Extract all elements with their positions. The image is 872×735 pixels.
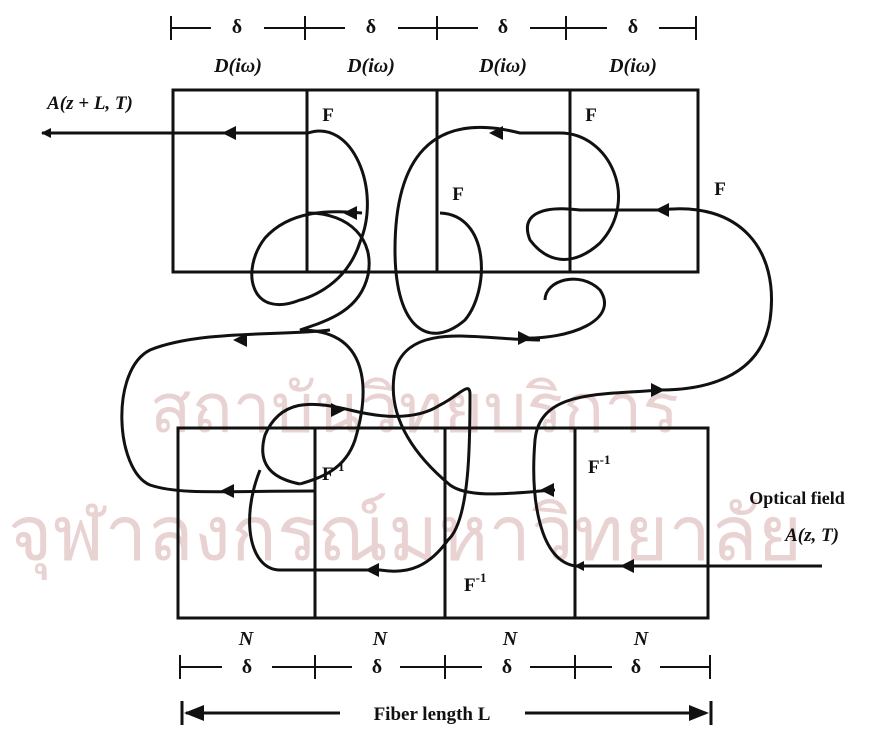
fiber-length-right-arrow <box>689 705 709 721</box>
top-delta-label-3: δ <box>498 16 508 38</box>
bottom-op-label-2: F-1 <box>588 452 610 478</box>
fiber-length-left-arrow <box>184 705 204 721</box>
watermark: สถาบันวิทยบริการ จุฬาลงกรณ์มหาวิทยาลัย <box>8 370 802 580</box>
top-block-label-2: D(iω) <box>346 55 395 77</box>
top-op-label-3: F <box>452 184 464 205</box>
path-arrows <box>220 126 669 577</box>
bottom-delta-dimension <box>179 655 711 679</box>
bottom-delta-label-2: δ <box>372 656 382 678</box>
top-block-label-4: D(iω) <box>608 55 657 77</box>
bottom-op-label-1-exp: -1 <box>334 459 345 474</box>
top-block-label-1: D(iω) <box>213 55 262 77</box>
bottom-block-label-2: N <box>372 628 389 650</box>
bottom-delta-label-4: δ <box>631 656 641 678</box>
bottom-op-label-1-base: F <box>322 464 334 485</box>
watermark-line-1: สถาบันวิทยบริการ <box>150 370 679 449</box>
bottom-op-label-1: F-1 <box>322 459 344 485</box>
bottom-nonlinear-box <box>176 426 710 620</box>
bottom-op-label-3-base: F <box>464 575 476 596</box>
top-dispersion-box <box>171 88 700 274</box>
top-delta-label-2: δ <box>366 16 376 38</box>
bottom-op-label-2-base: F <box>588 457 600 478</box>
bottom-op-label-2-exp: -1 <box>600 452 611 467</box>
top-op-label-2: F <box>585 105 597 126</box>
top-op-label-1: F <box>322 105 334 126</box>
bottom-delta-label-3: δ <box>502 656 512 678</box>
top-op-label-4: F <box>714 179 726 200</box>
bottom-block-label-3: N <box>502 628 519 650</box>
fiber-length-dimension <box>180 701 713 725</box>
fiber-length-label: Fiber length L <box>374 704 491 725</box>
top-delta-label-1: δ <box>232 16 242 38</box>
bottom-op-label-3-exp: -1 <box>476 570 487 585</box>
top-delta-dimension <box>170 16 697 40</box>
top-delta-label-4: δ <box>628 16 638 38</box>
input-label-line-2: A(z, T) <box>784 525 839 546</box>
output-label: A(z + L, T) <box>46 93 133 114</box>
bottom-delta-label-1: δ <box>242 656 252 678</box>
top-block-label-3: D(iω) <box>478 55 527 77</box>
bottom-op-label-3: F-1 <box>464 570 486 596</box>
input-label-line-1: Optical field <box>749 488 845 508</box>
bottom-block-label-1: N <box>238 628 255 650</box>
bottom-block-label-4: N <box>633 628 650 650</box>
